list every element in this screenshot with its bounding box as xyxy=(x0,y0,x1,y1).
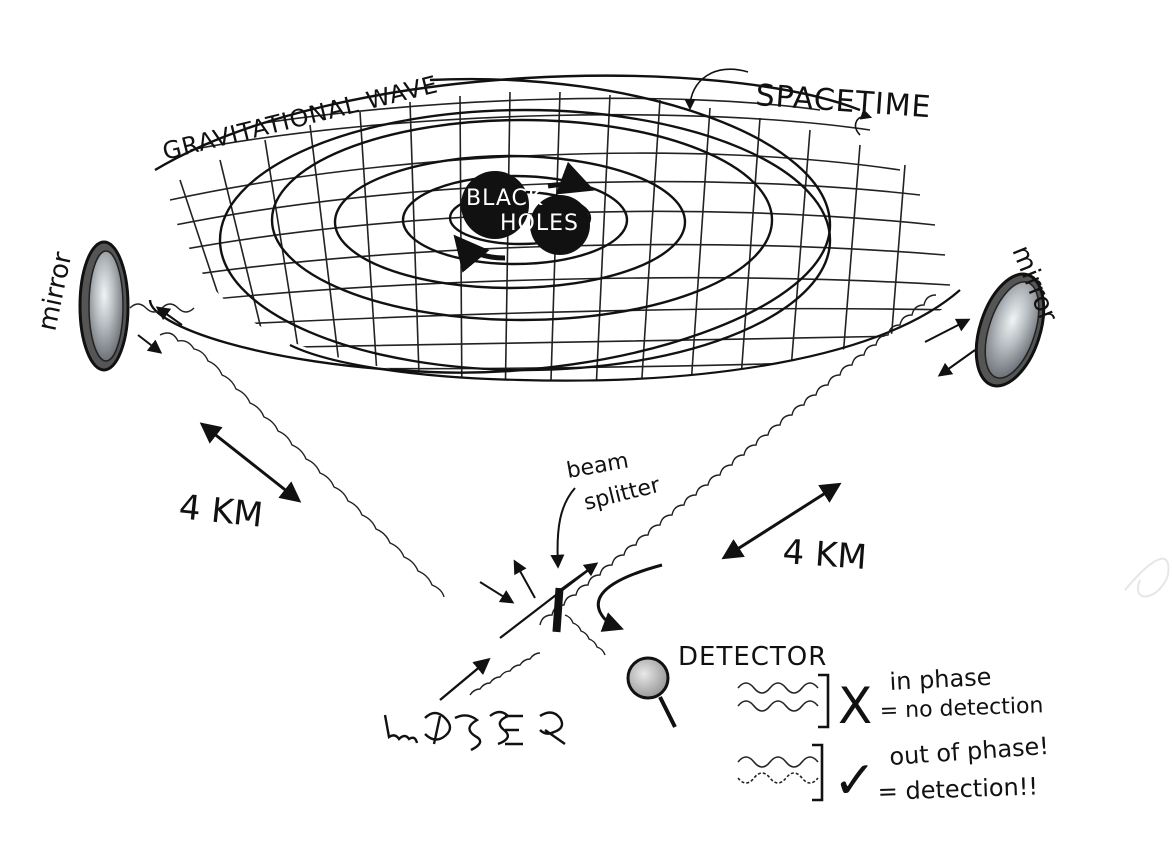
in-phase-symbol: X xyxy=(838,677,872,735)
magnifier-icon xyxy=(626,656,677,728)
mirror-icon xyxy=(974,272,1046,388)
black-hole-2 xyxy=(530,195,590,255)
distance-left-label: 4 KM xyxy=(177,487,265,536)
laser-beam-input xyxy=(469,652,541,696)
in-phase-line1: in phase xyxy=(889,663,992,696)
spacetime-pointer-arrow-2 xyxy=(854,108,873,136)
laser-input-arrow xyxy=(439,657,491,701)
laser-label: LASER xyxy=(388,752,420,763)
arrow-right-mirror-in xyxy=(924,318,971,343)
out-phase-wave-1 xyxy=(737,756,819,768)
splitter-arrow-right xyxy=(559,562,599,591)
legend-in-phase: X in phase = no detection xyxy=(737,663,1044,735)
out-phase-line1: out of phase! xyxy=(888,732,1049,771)
detector-label: DETECTOR xyxy=(678,642,827,672)
arrow-left-mirror-out xyxy=(155,306,183,326)
in-phase-wave-2 xyxy=(737,700,819,712)
mirror-icon xyxy=(78,240,130,372)
arrow-left-mirror-in xyxy=(137,334,163,354)
signature-scribble xyxy=(1124,557,1170,598)
laser-beam-left-arm xyxy=(129,303,445,598)
laser-beam-to-detector xyxy=(564,614,606,656)
spacetime-pointer-arrow xyxy=(684,68,749,111)
out-phase-symbol: ✓ xyxy=(833,751,877,811)
arrow-right-mirror-out xyxy=(937,349,976,377)
black-hole-1 xyxy=(461,171,529,239)
orbit-arrow-bottom xyxy=(453,234,506,273)
black-label: BLACK xyxy=(466,186,543,211)
mirror-left-label: mirror xyxy=(33,249,79,333)
black-hole-icon xyxy=(453,161,595,273)
holes-label: HOLES xyxy=(500,211,579,236)
out-phase-bracket xyxy=(812,743,824,802)
spacetime-sheet-outline xyxy=(154,74,861,172)
distance-right-arrow xyxy=(721,482,842,560)
splitter-pointer-arrow xyxy=(550,487,576,569)
spacetime-label: SPACETIME xyxy=(754,78,932,125)
in-phase-bracket xyxy=(818,673,830,729)
distance-right-label: 4 KM xyxy=(781,532,868,578)
legend-out-of-phase: ✓ out of phase! = detection!! xyxy=(737,732,1050,811)
beam-label: beam xyxy=(565,448,631,483)
splitter-arrow-in xyxy=(479,581,515,604)
laser-source-text-shape xyxy=(383,710,566,752)
distance-left-arrow xyxy=(199,422,302,503)
in-phase-line2: = no detection xyxy=(879,693,1044,724)
in-phase-wave-1 xyxy=(737,682,819,694)
beam-splitter xyxy=(479,487,663,639)
gravitational-wave-rings xyxy=(148,77,832,374)
detector-curve-arrow xyxy=(596,563,663,632)
out-phase-wave-2 xyxy=(737,772,819,784)
spacetime-sheet-edge xyxy=(289,289,961,382)
orbit-arrow-top xyxy=(547,161,595,195)
splitter-arrow-up xyxy=(513,559,536,599)
out-phase-line2: = detection!! xyxy=(877,772,1038,806)
laser-beam-right-arm xyxy=(539,294,937,626)
